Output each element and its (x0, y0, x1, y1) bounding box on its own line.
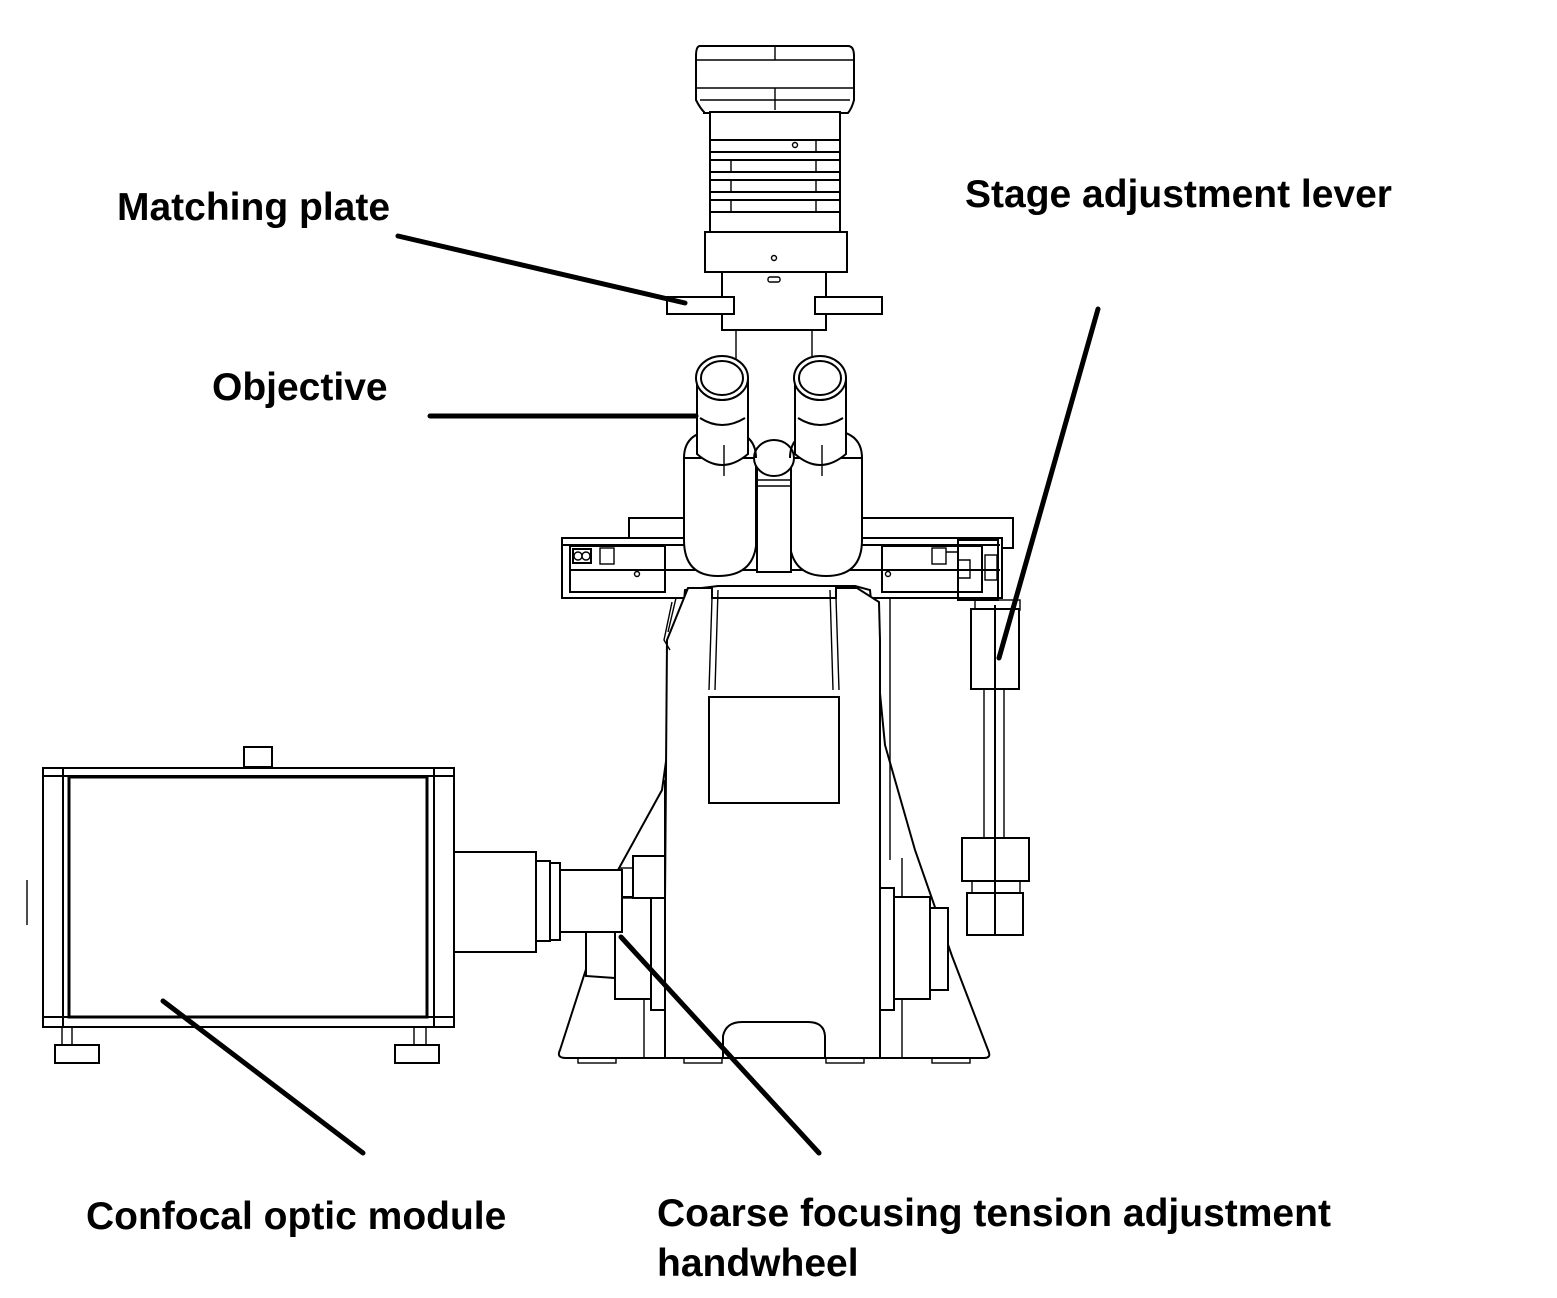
stage-lever-part (961, 599, 1030, 936)
label-coarse-focusing-handwheel: Coarse focusing tension adjustment handw… (657, 1189, 1331, 1289)
leader-line-matching-plate (395, 233, 688, 306)
confocal-coupler (453, 851, 623, 953)
leader-line-focus-handwheel (618, 934, 822, 1156)
eyepiece-left (695, 355, 749, 476)
label-matching-plate: Matching plate (117, 186, 391, 229)
label-objective: Objective (212, 366, 388, 409)
matching-plate-part (666, 296, 883, 315)
camera-body-ribbed (709, 111, 841, 233)
label-confocal-optic-module: Confocal optic module (86, 1195, 507, 1238)
leader-line-stage-lever (996, 306, 1101, 661)
label-stage-adjustment-lever: Stage adjustment lever (965, 173, 1392, 216)
microscope-body (557, 585, 991, 1059)
camera-adapter-ring (704, 231, 848, 283)
leader-line-confocal-module (160, 998, 366, 1156)
base-feet (577, 1057, 971, 1064)
binocular-head (683, 428, 863, 578)
focus-knob-right (879, 887, 949, 1011)
camera-mount (721, 272, 827, 360)
label-coarse-focusing-line1: Coarse focusing tension adjustment (657, 1192, 1331, 1235)
label-coarse-focusing-line2: handwheel (657, 1242, 859, 1285)
eyepiece-right (793, 355, 847, 476)
confocal-module-part (26, 746, 455, 1064)
camera-head (695, 45, 855, 114)
